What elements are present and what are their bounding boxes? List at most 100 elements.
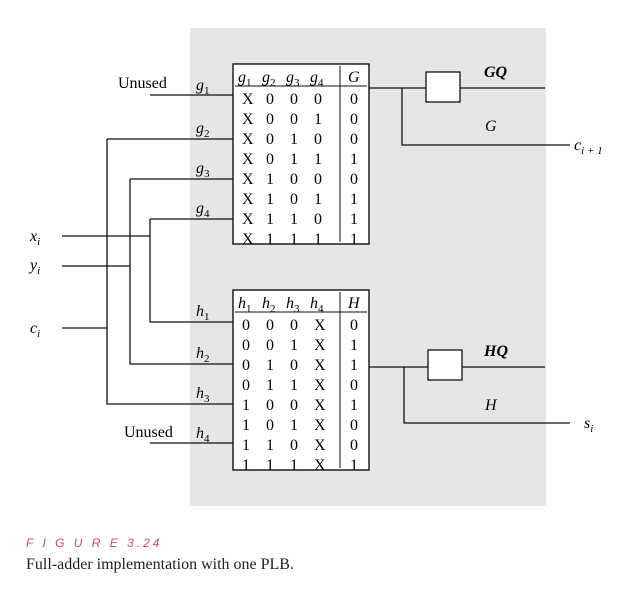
g-lut-cell-r7-c2: 1 [266, 211, 274, 228]
h-lut-cell-r5-c1: 1 [242, 397, 250, 414]
h-lut-cell-r4-c3: 1 [290, 377, 298, 394]
g-unused-label: Unused [118, 75, 167, 92]
h-lut-cell-r8-c5: 1 [350, 457, 358, 474]
g-lut-header-g2: g2 [262, 69, 276, 89]
h-lut-header-h2: h2 [262, 295, 276, 315]
h-lut-cell-r2-c1: 0 [242, 337, 250, 354]
carry-out-label: ci + 1 [574, 137, 603, 157]
g-lut-cell-r2-c3: 0 [290, 111, 298, 128]
g-lut-cell-r2-c4: 1 [314, 111, 322, 128]
hq-label: HQ [483, 343, 508, 360]
h-lut-cell-r2-c2: 0 [266, 337, 274, 354]
g-lut-cell-r3-c1: X [242, 131, 254, 148]
g-lut-cell-r8-c5: 1 [350, 231, 358, 248]
h-lut-cell-r1-c5: 0 [350, 317, 358, 334]
g-lut-cell-r4-c1: X [242, 151, 254, 168]
g-lut-cell-r3-c2: 0 [266, 131, 274, 148]
g-lut-cell-r4-c4: 1 [314, 151, 322, 168]
h-lut-cell-r7-c4: X [314, 437, 326, 454]
g-lut-cell-r7-c5: 1 [350, 211, 358, 228]
h-lut-cell-r3-c3: 0 [290, 357, 298, 374]
h-pin-label-4: h4 [196, 425, 210, 445]
g-lut-cell-r3-c5: 0 [350, 131, 358, 148]
h-lut-cell-r3-c1: 0 [242, 357, 250, 374]
h-lut-cell-r5-c5: 1 [350, 397, 358, 414]
g-lut-cell-r7-c3: 1 [290, 211, 298, 228]
g-lut-cell-r8-c3: 1 [290, 231, 298, 248]
h-lut-header-h4: h4 [310, 295, 324, 315]
wire-x-route [149, 219, 233, 323]
h-lut-cell-r3-c4: X [314, 357, 326, 374]
h-lut-cell-r6-c3: 1 [290, 417, 298, 434]
h-lut-header-h1: h1 [238, 295, 252, 315]
h-lut-cell-r2-c4: X [314, 337, 326, 354]
g-lut-cell-r6-c2: 1 [266, 191, 274, 208]
input-label-c: ci [30, 320, 40, 340]
input-label-x: xi [29, 228, 40, 248]
h-lut-cell-r1-c3: 0 [290, 317, 298, 334]
g-lut-cell-r1-c4: 0 [314, 91, 322, 108]
g-lut-header-g4: g4 [310, 69, 324, 89]
g-lut-box [232, 63, 370, 245]
g-lut-cell-r8-c2: 1 [266, 231, 274, 248]
h-lut-cell-r7-c2: 1 [266, 437, 274, 454]
h-lut-cell-r8-c3: 1 [290, 457, 298, 474]
h-lut-cell-r1-c4: X [314, 317, 326, 334]
g-pin-label-3: g3 [196, 160, 210, 180]
h-lut-cell-r2-c5: 1 [350, 337, 358, 354]
wire-y-route [129, 179, 233, 365]
h-lut-cell-r2-c3: 1 [290, 337, 298, 354]
h-lut-cell-r8-c1: 1 [242, 457, 250, 474]
g-lut-cell-r1-c2: 0 [266, 91, 274, 108]
h-lut-cell-r6-c1: 1 [242, 417, 250, 434]
g-lut-cell-r6-c5: 1 [350, 191, 358, 208]
g-lut-cell-r4-c2: 0 [266, 151, 274, 168]
g-lut-cell-r1-c1: X [242, 91, 254, 108]
g-lut-cell-r5-c5: 0 [350, 171, 358, 188]
g-lut-cell-r1-c3: 0 [290, 91, 298, 108]
g-lut-cell-r1-c5: 0 [350, 91, 358, 108]
g-lut-cell-r5-c3: 0 [290, 171, 298, 188]
h-pin-label-1: h1 [196, 303, 210, 323]
g-lut-cell-r5-c4: 0 [314, 171, 322, 188]
gq-label: GQ [484, 64, 508, 81]
g-comb-label: G [485, 118, 497, 135]
g-lut-cell-r8-c1: X [242, 231, 254, 248]
g-lut-cell-r6-c1: X [242, 191, 254, 208]
h-lut-cell-r4-c4: X [314, 377, 326, 394]
figure-caption: Full-adder implementation with one PLB. [26, 556, 294, 573]
h-lut-cell-r4-c5: 0 [350, 377, 358, 394]
wire-g-comb-out [401, 88, 570, 146]
g-lut-cell-r3-c4: 0 [314, 131, 322, 148]
g-lut-cell-r2-c2: 0 [266, 111, 274, 128]
g-lut-cell-r7-c1: X [242, 211, 254, 228]
h-pin-label-2: h2 [196, 345, 210, 365]
g-lut-cell-r5-c2: 1 [266, 171, 274, 188]
g-lut-cell-r6-c4: 1 [314, 191, 322, 208]
h-lut-cell-r7-c3: 0 [290, 437, 298, 454]
g-lut-cell-r4-c3: 1 [290, 151, 298, 168]
g-lut-header-g1: g1 [238, 69, 252, 89]
h-lut-box [232, 289, 370, 471]
h-pin-label-3: h3 [196, 385, 210, 405]
h-lut-cell-r6-c4: X [314, 417, 326, 434]
wire-h-comb-out [403, 367, 570, 424]
h-lut-cell-r5-c3: 0 [290, 397, 298, 414]
g-lut-cell-r7-c4: 0 [314, 211, 322, 228]
g-lut-cell-r6-c3: 0 [290, 191, 298, 208]
input-label-y: yi [28, 257, 40, 277]
h-lut-cell-r8-c4: X [314, 457, 326, 474]
h-lut-cell-r8-c2: 1 [266, 457, 274, 474]
h-lut-cell-r4-c2: 1 [266, 377, 274, 394]
g-lut-cell-r4-c5: 1 [350, 151, 358, 168]
h-lut-cell-r4-c1: 0 [242, 377, 250, 394]
figure-number: F I G U R E 3.24 [26, 536, 163, 550]
g-lut-header-g3: g3 [286, 69, 300, 89]
g-lut-header-output: G [348, 69, 360, 86]
wiring [62, 71, 570, 444]
h-lut-cell-r5-c2: 0 [266, 397, 274, 414]
h-lut-cell-r6-c2: 0 [266, 417, 274, 434]
